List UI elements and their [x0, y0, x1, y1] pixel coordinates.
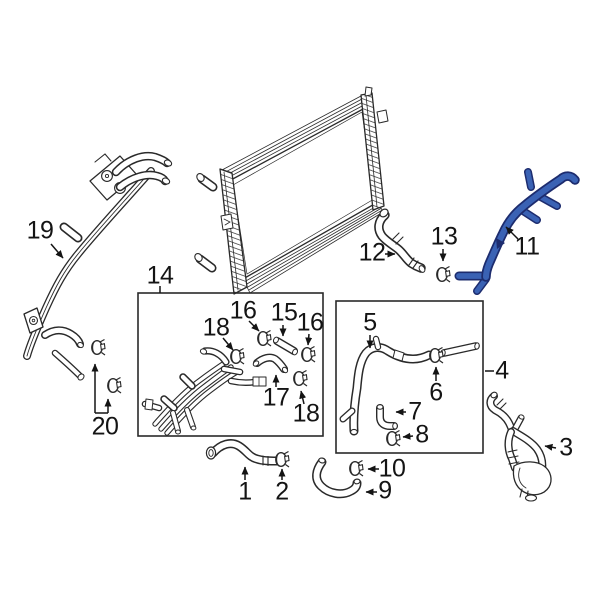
- callout-11: 11: [514, 232, 540, 261]
- callout-6: 6: [429, 378, 443, 407]
- part-7-elbow-hose: [376, 404, 398, 430]
- arrow-to-part-8: [402, 432, 414, 440]
- arrow-to-part-18b: [299, 390, 307, 405]
- callout-9: 9: [378, 476, 392, 505]
- arrow-to-part-19: [50, 243, 64, 259]
- callout-16b: 16: [296, 308, 324, 337]
- clamp-16b-icon: [301, 345, 316, 363]
- part-11-highlighted-pipe: [454, 168, 580, 295]
- box-14-border: [137, 292, 324, 437]
- part-3-hose-assembly: [486, 391, 552, 502]
- clamp-20a-icon: [91, 338, 106, 356]
- callout-14: 14: [146, 261, 174, 290]
- part-12-hose: [374, 208, 426, 273]
- part-1-hose: [205, 439, 282, 467]
- arrow-to-part-18a: [222, 337, 234, 351]
- callout-17: 17: [262, 383, 290, 412]
- callout-18a: 18: [202, 313, 230, 342]
- part-5-mating-tube: [440, 342, 480, 357]
- callout-18b: 18: [292, 399, 320, 428]
- box-4-border: [335, 300, 484, 454]
- callout-20: 20: [91, 412, 119, 441]
- clamp-13-icon: [436, 265, 451, 283]
- part-14-pipe-assembly: [141, 347, 267, 436]
- callout-19: 19: [26, 216, 54, 245]
- callout-arrows: [50, 226, 557, 496]
- callout-10: 10: [378, 454, 406, 483]
- clamp-16a-icon: [257, 329, 272, 347]
- clamp-2-icon: [275, 450, 290, 468]
- clamp-18b-icon: [293, 369, 308, 387]
- radiator-drawing: [194, 86, 389, 295]
- part-17-hose: [252, 353, 289, 374]
- clamp-8-icon: [386, 429, 401, 447]
- clamp-6-icon: [429, 346, 444, 364]
- arrow-to-part-3: [544, 443, 557, 451]
- callout-2: 2: [275, 477, 289, 506]
- callout-5: 5: [363, 308, 377, 337]
- part-15-hose: [273, 336, 298, 356]
- callout-7: 7: [408, 397, 422, 426]
- callout-15: 15: [270, 298, 298, 327]
- arrow-to-part-16b: [305, 333, 313, 346]
- part-5-hose: [339, 335, 434, 436]
- callout-12: 12: [358, 238, 386, 267]
- callout-3: 3: [559, 433, 573, 462]
- clamp-10-icon: [349, 459, 364, 477]
- group-box-4: [335, 300, 484, 454]
- arrow-to-part-11: [505, 226, 519, 240]
- callout-16a: 16: [229, 296, 257, 325]
- callout-13: 13: [430, 222, 458, 251]
- callout-8: 8: [415, 420, 429, 449]
- part-19-pipe-assembly: [23, 152, 173, 381]
- callout-1: 1: [238, 477, 252, 506]
- part-9-hose: [312, 457, 362, 499]
- callout-4: 4: [495, 356, 509, 385]
- clamp-18a-icon: [230, 347, 245, 365]
- part-20-clamps: [91, 338, 122, 394]
- clamp-20b-icon: [107, 376, 122, 394]
- group-box-14: [137, 292, 324, 437]
- arrow-to-part-16a: [248, 320, 260, 332]
